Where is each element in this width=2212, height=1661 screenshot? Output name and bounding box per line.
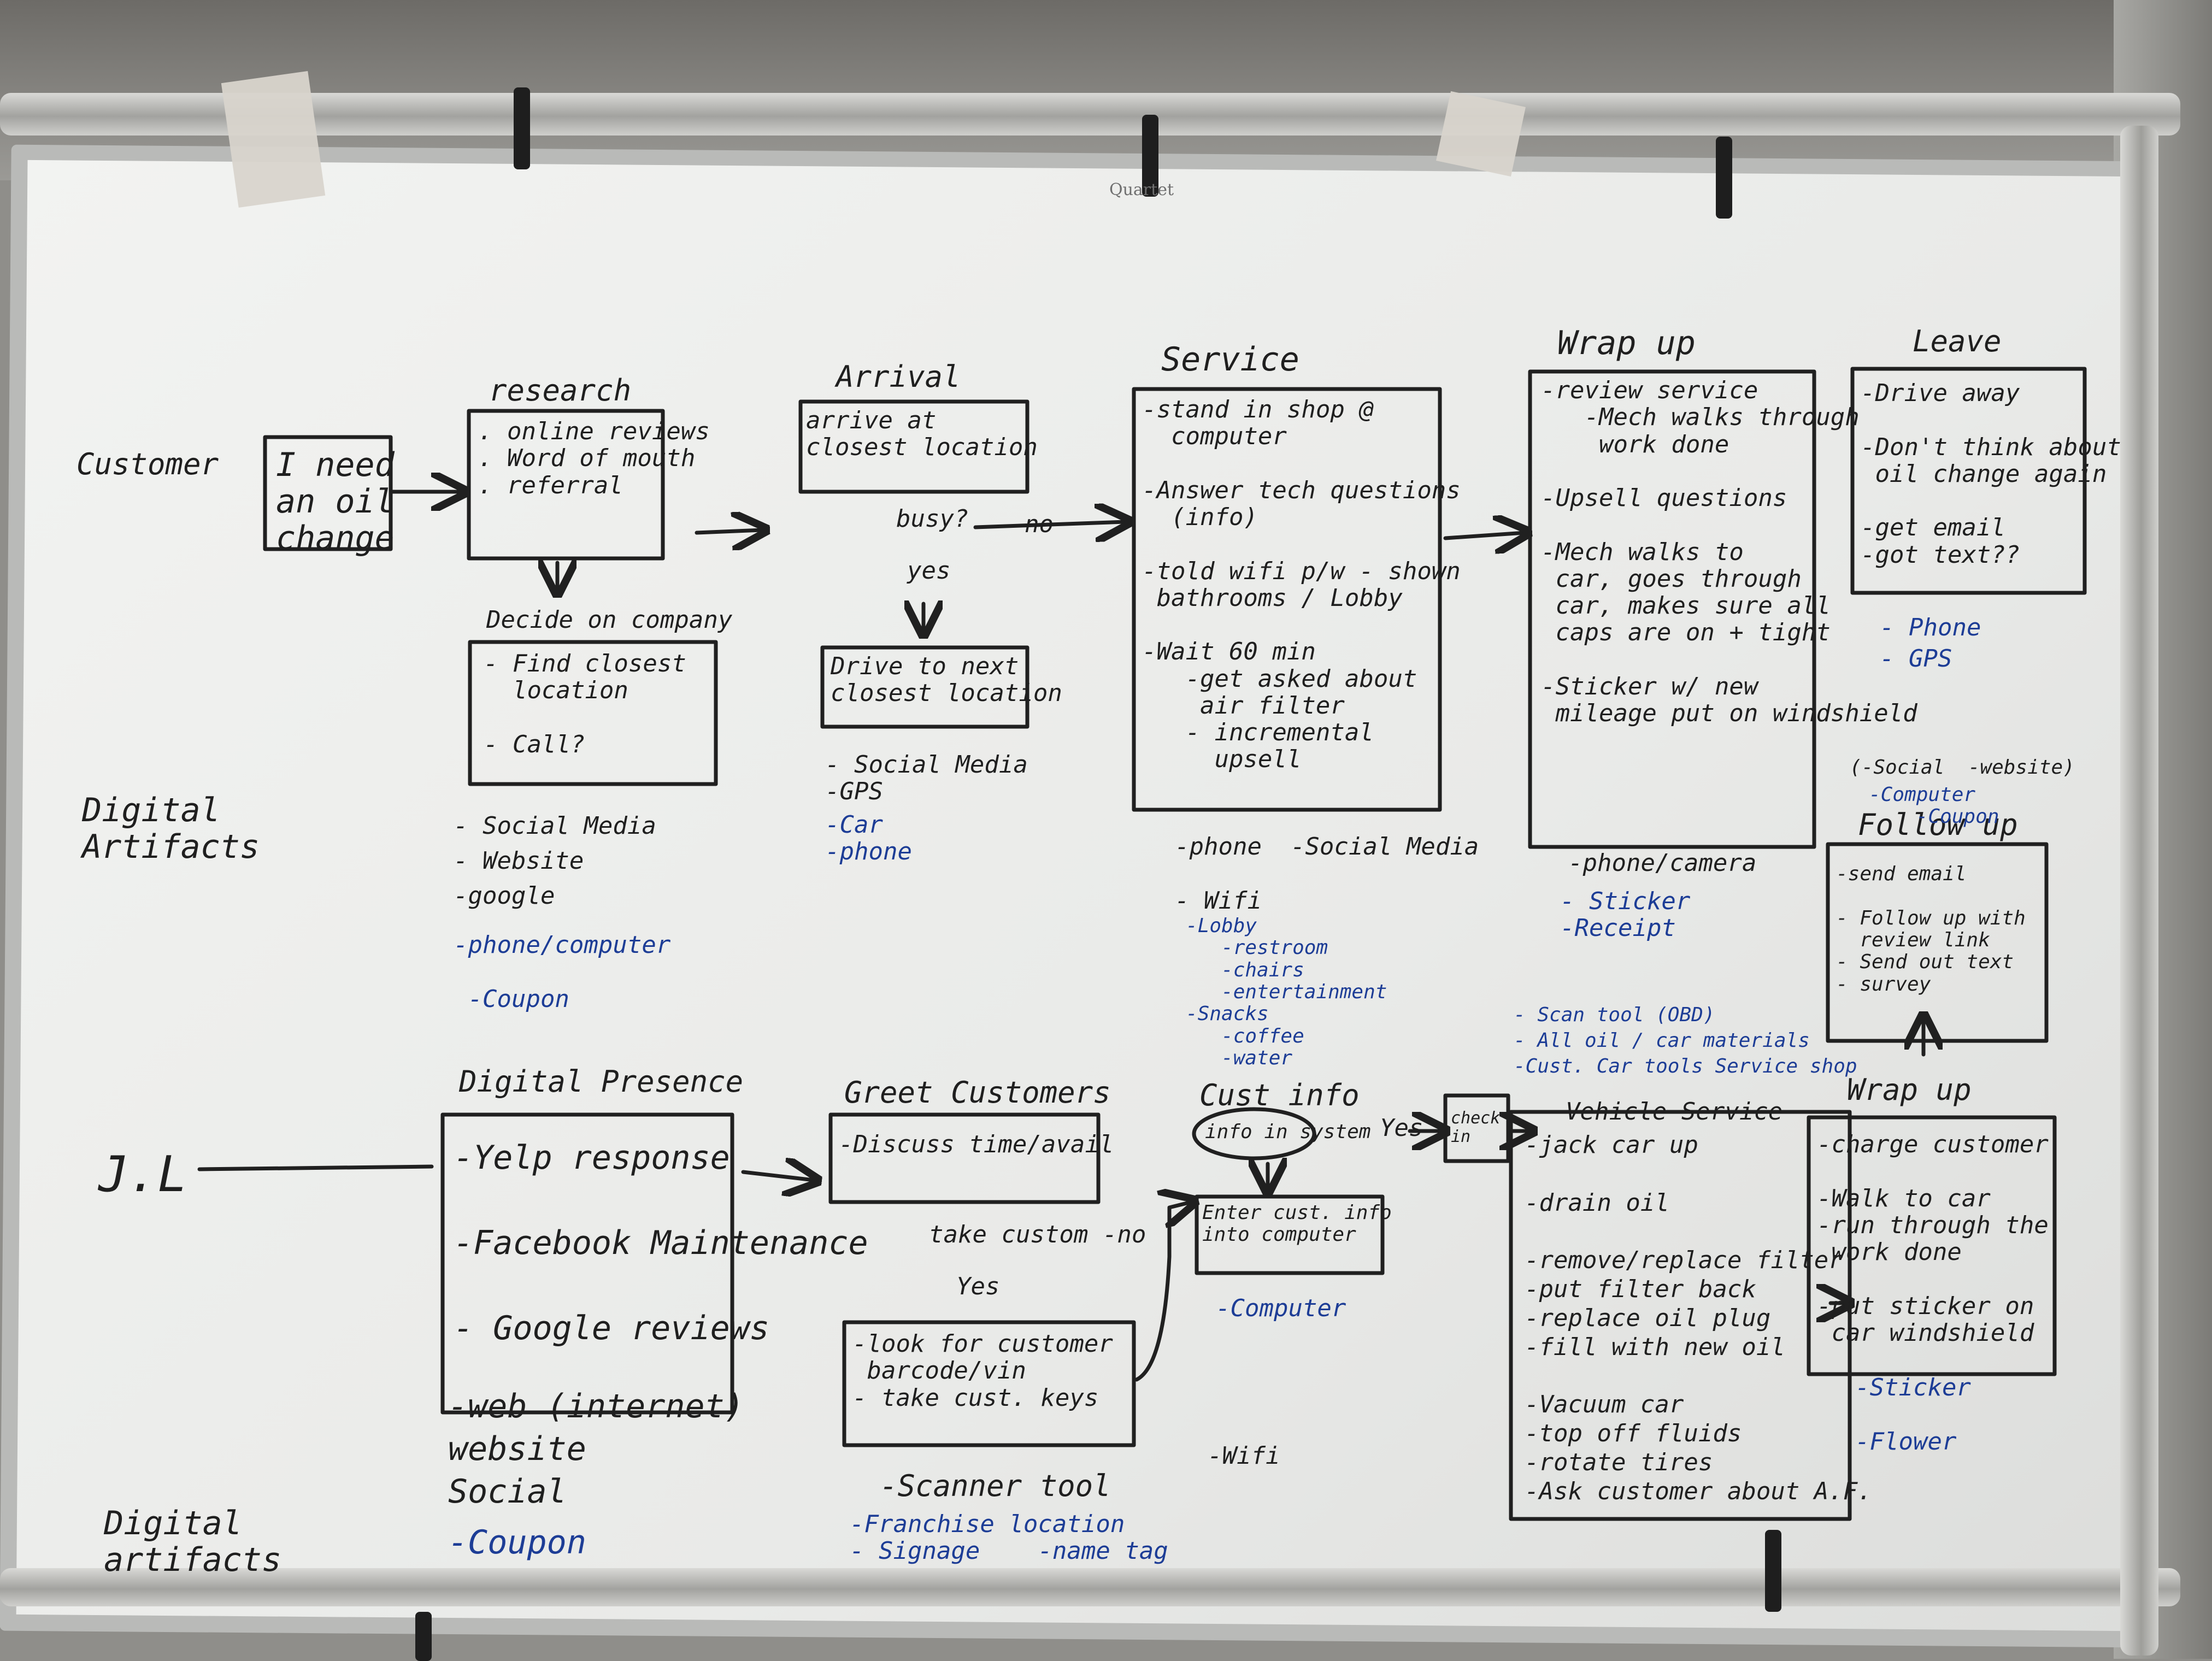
service-items: -stand in shop @ computer -Answer tech q… [1142,396,1461,774]
jl-wrap-up-artifacts-blue: -Sticker -Flower [1855,1374,1971,1456]
take-custom-label: take custom -no [929,1221,1146,1248]
wrap-up-title: Wrap up [1557,324,1696,362]
jl-wrap-up-items: -charge customer -Walk to car -run throu… [1817,1130,2049,1347]
arrival-title: Arrival [836,360,961,394]
arrow [973,522,1126,527]
follow-up-artifacts: (-Social -website) [1850,756,2075,779]
arrow [1134,1202,1191,1382]
wrap-up-artifacts: -phone/camera [1568,849,1757,877]
look-box [842,1320,1136,1447]
decide-box [468,640,718,786]
row-label-digital-artifacts-2: Digital artifacts [104,1504,282,1580]
jl-wrap-up-box [1807,1115,2057,1376]
no-label: no [1025,510,1054,538]
research-artifacts: - Social Media - Website -google [454,812,656,910]
presence-artifacts: -web (internet) website Social [448,1387,744,1511]
digital-presence-title: Digital Presence [459,1064,744,1099]
research-title: research [489,373,632,408]
next-location-box [820,645,1029,729]
leave-box [1850,367,2087,595]
cust-info-artifacts-blue: -Computer [1216,1294,1346,1322]
row-label-digital-artifacts: Digital Artifacts [82,791,260,867]
wrap-up-artifacts-blue: - Sticker -Receipt [1560,887,1691,943]
service-artifacts: -phone -Social Media - Wifi [1175,833,1479,915]
clamp [514,87,530,169]
top-pipe [0,93,2180,136]
decide-title: Decide on company [486,606,733,634]
leave-artifacts-blue: - Phone - GPS [1880,614,1981,673]
decide-items: - Find closest location - Call? [484,650,686,758]
service-artifacts-blue: -Lobby -restroom -chairs -entertainment … [1186,915,1387,1069]
arrival-box [798,399,1029,494]
wrap-up-items: -review service -Mech walks through work… [1541,376,1917,728]
service-box [1132,387,1442,812]
arrow [741,1172,814,1180]
enter-info-box [1195,1194,1385,1275]
clamp [415,1612,432,1661]
arrival-artifacts: - Social Media -GPS [825,751,1028,806]
vehicle-service-title: Vehicle Service [1566,1098,1783,1126]
presence-artifacts-blue: -Coupon [448,1523,586,1562]
wrap-up-box [1528,369,1816,849]
cust-info-title: Cust info [1199,1078,1360,1112]
yes-label: yes [907,557,951,585]
arrow [695,530,762,533]
follow-up-title: Follow up [1858,808,2018,842]
row-label-jl: J.L [98,1146,187,1203]
clamp [1716,137,1732,219]
leave-title: Leave [1913,324,2002,358]
follow-up-artifacts-blue: -Computer -Coupon [1869,784,1999,828]
service-title: Service [1161,340,1299,379]
check-in-text: check in [1451,1109,1501,1146]
vehicle-artifacts-blue: - Scan tool (OBD) - All oil / car materi… [1514,1004,1857,1077]
cust-info-artifacts: -Wifi [1208,1442,1280,1470]
bottom-pipe [0,1568,2180,1606]
leave-items: -Drive away -Don't think about oil chang… [1861,379,2121,569]
busy-label: busy? [896,505,969,533]
cust-info-yes: Yes [1380,1114,1423,1142]
start-note: I need an oil change [276,446,395,558]
clamp [1765,1530,1781,1612]
board-brand: Quartet [1109,180,1174,199]
line [197,1164,434,1171]
digital-presence-items: -Yelp response -Facebook Maintenance - G… [454,1139,868,1347]
greet-box-text: -Discuss time/avail [839,1130,1114,1158]
clamp [1142,115,1158,197]
right-pipe [2120,126,2158,1656]
greet-title: Greet Customers [844,1075,1111,1110]
digital-presence-box [440,1112,734,1415]
follow-up-items: -send email - Follow up with review link… [1836,863,2026,996]
vehicle-service-items: -jack car up -drain oil -remove/replace … [1525,1131,1872,1505]
next-location-text: Drive to next closest location [831,652,1062,708]
arrival-artifacts-blue: -Car -phone [825,811,912,866]
arrival-box-text: arrive at closest location [806,407,1038,462]
greet-artifacts: -Scanner tool [880,1469,1111,1503]
greet-yes-label: Yes [956,1273,1000,1300]
row-label-customer: Customer [77,447,219,481]
arrow [1443,533,1525,538]
jl-wrap-up-title: Wrap up [1847,1073,1972,1107]
research-items: . online reviews . Word of mouth . refer… [478,417,710,499]
research-artifacts-blue: -phone/computer -Coupon [454,931,671,1013]
look-box-text: -look for customer barcode/vin - take cu… [852,1330,1113,1412]
info-oval-text: info in system [1205,1121,1371,1143]
greet-box [828,1112,1101,1204]
greet-artifacts-blue: -Franchise location - Signage -name tag [850,1510,1168,1565]
enter-info-text: Enter cust. info into computer [1202,1201,1392,1246]
